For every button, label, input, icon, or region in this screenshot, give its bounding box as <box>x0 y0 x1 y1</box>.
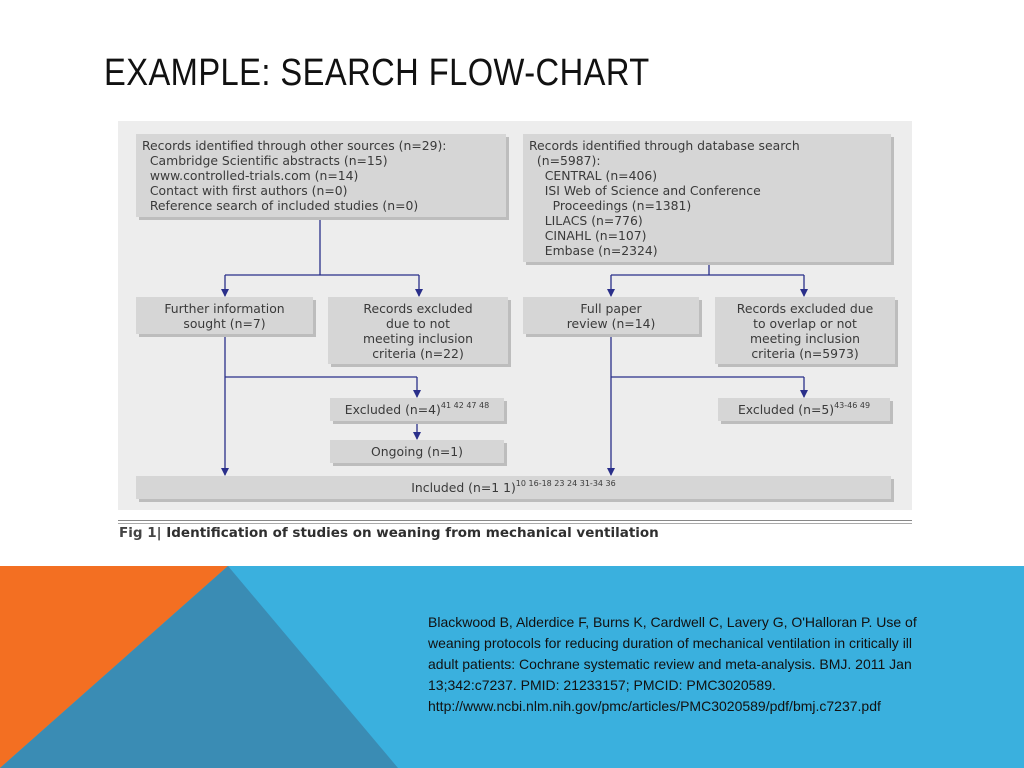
full-paper-line: Full paper <box>580 301 642 316</box>
slide-title: EXAMPLE: SEARCH FLOW-CHART <box>104 52 650 94</box>
database-search-line: ISI Web of Science and Conference <box>529 183 761 198</box>
caption-rule-top <box>118 520 912 521</box>
excluded-left-refs: 41 42 47 48 <box>440 401 490 410</box>
box-included: Included (n=1 1)10 16-18 23 24 31-34 36 <box>136 476 891 499</box>
box-full-paper: Full paper review (n=14) <box>523 297 699 334</box>
box-other-sources: Records identified through other sources… <box>136 134 506 217</box>
box-excluded-right: Excluded (n=5)43-46 49 <box>718 398 890 421</box>
citation-line: weaning protocols for reducing duration … <box>428 635 913 651</box>
other-sources-line: Cambridge Scientific abstracts (n=15) <box>142 153 388 168</box>
other-sources-line: Reference search of included studies (n=… <box>142 198 419 213</box>
excluded-left-text: Excluded (n=4) <box>344 402 441 417</box>
other-sources-line: Records identified through other sources… <box>142 138 447 153</box>
database-search-line: CENTRAL (n=406) <box>529 168 658 183</box>
excluded-right-refs: 43-46 49 <box>834 401 871 410</box>
excluded-not-meeting-line: due to not <box>386 316 450 331</box>
further-info-line: sought (n=7) <box>183 316 266 331</box>
database-search-line: LILACS (n=776) <box>529 213 643 228</box>
full-paper-line: review (n=14) <box>566 316 656 331</box>
database-search-line: Embase (n=2324) <box>529 243 658 258</box>
citation: Blackwood B, Alderdice F, Burns K, Cardw… <box>428 612 1008 717</box>
box-further-info: Further information sought (n=7) <box>136 297 313 334</box>
excluded-not-meeting-line: Records excluded <box>363 301 473 316</box>
excluded-overlap-line: Records excluded due <box>736 301 874 316</box>
citation-line: 13;342:c7237. PMID: 21233157; PMCID: PMC… <box>428 677 776 693</box>
other-sources-line: Contact with first authors (n=0) <box>142 183 348 198</box>
box-excluded-left: Excluded (n=4)41 42 47 48 <box>330 398 504 421</box>
caption-rule-bottom <box>118 523 912 524</box>
box-database-search: Records identified through database sear… <box>523 134 891 262</box>
excluded-not-meeting-line: meeting inclusion <box>362 331 473 346</box>
database-search-line: Records identified through database sear… <box>529 138 800 153</box>
excluded-overlap-line: criteria (n=5973) <box>751 346 859 361</box>
database-search-line: CINAHL (n=107) <box>529 228 647 243</box>
included-text: Included (n=1 1) <box>411 480 516 495</box>
further-info-line: Further information <box>164 301 285 316</box>
ongoing-text: Ongoing (n=1) <box>371 444 463 459</box>
footer-dark-teal-triangle <box>0 566 398 768</box>
citation-line: Blackwood B, Alderdice F, Burns K, Cardw… <box>428 614 917 630</box>
database-search-line: Proceedings (n=1381) <box>529 198 692 213</box>
other-sources-line: www.controlled-trials.com (n=14) <box>142 168 359 183</box>
included-refs: 10 16-18 23 24 31-34 36 <box>515 479 616 488</box>
citation-url[interactable]: http://www.ncbi.nlm.nih.gov/pmc/articles… <box>428 698 881 714</box>
figure-caption: Fig 1| Identification of studies on wean… <box>119 525 659 541</box>
figure-caption-text: Identification of studies on weaning fro… <box>161 525 659 541</box>
excluded-overlap-line: to overlap or not <box>753 316 857 331</box>
excluded-right-text: Excluded (n=5) <box>737 402 835 417</box>
database-search-line: (n=5987): <box>529 153 601 168</box>
flowchart-connectors <box>221 217 808 476</box>
figure-caption-label: Fig 1| <box>119 525 162 541</box>
excluded-overlap-line: meeting inclusion <box>749 331 860 346</box>
flowchart-figure: Records identified through other sources… <box>118 121 912 510</box>
excluded-not-meeting-line: criteria (n=22) <box>372 346 464 361</box>
box-ongoing: Ongoing (n=1) <box>330 440 504 463</box>
citation-line: adult patients: Cochrane systematic revi… <box>428 656 912 672</box>
box-excluded-overlap: Records excluded due to overlap or not m… <box>715 297 895 364</box>
box-excluded-not-meeting: Records excluded due to not meeting incl… <box>328 297 508 364</box>
